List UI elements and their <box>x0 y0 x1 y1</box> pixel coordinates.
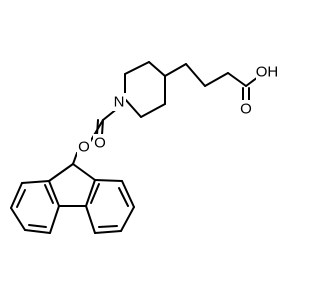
bond <box>28 224 47 228</box>
bond <box>89 119 104 143</box>
carbamate-ester-oxygen-label: O <box>78 139 90 156</box>
hydroxyl-label: OH <box>256 64 279 81</box>
bond <box>16 189 26 208</box>
bond <box>72 152 78 165</box>
bond <box>227 72 247 87</box>
bond <box>21 180 50 184</box>
acid-carbonyl-oxygen-label: O <box>240 101 252 118</box>
bond <box>164 63 187 77</box>
bond <box>101 119 104 136</box>
bond <box>124 98 142 118</box>
bond <box>49 205 60 234</box>
bond <box>24 229 51 234</box>
bond <box>48 180 60 207</box>
bond <box>10 207 26 231</box>
bond <box>94 230 122 234</box>
bond <box>185 63 206 87</box>
bond <box>140 103 166 118</box>
piperidine-ring <box>124 61 166 118</box>
bond <box>85 205 96 234</box>
bond <box>118 187 129 207</box>
bond <box>10 182 23 209</box>
butanoic-acid-chain <box>164 63 259 101</box>
chemical-structure: OH O N O O <box>10 61 278 234</box>
carbamate-carbonyl-oxygen-label: O <box>94 135 106 152</box>
bond <box>148 61 166 77</box>
bond <box>44 184 54 204</box>
piperidine-nitrogen-label: N <box>114 94 125 111</box>
atom-labels: OH O N O O <box>77 63 278 156</box>
bond <box>48 163 74 182</box>
bond <box>98 225 118 228</box>
bond <box>94 179 123 182</box>
bond <box>121 180 135 208</box>
bond <box>72 163 96 181</box>
bond <box>90 183 100 204</box>
bond <box>124 61 150 75</box>
bond <box>120 206 135 232</box>
fluorene-ring-system <box>10 163 135 234</box>
bond <box>204 72 229 87</box>
bond <box>85 179 96 207</box>
